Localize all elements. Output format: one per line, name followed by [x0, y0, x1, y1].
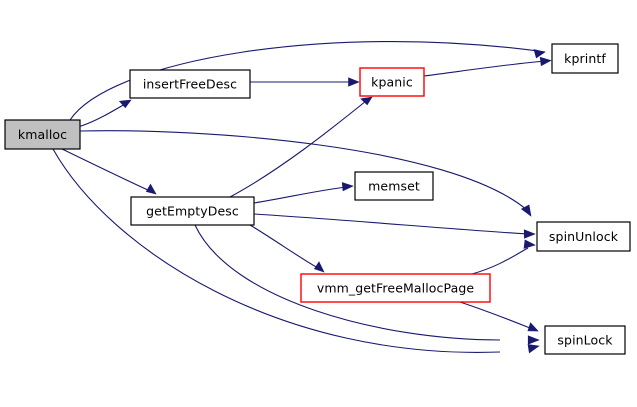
edge-line: [79, 130, 528, 211]
node-label-vmm_getFreeMallocPage: vmm_getFreeMallocPage: [317, 281, 475, 296]
edge-line: [253, 186, 348, 204]
node-kprintf[interactable]: kprintf: [551, 43, 619, 74]
node-label-kpanic: kpanic: [371, 75, 413, 90]
arrowhead-icon: [145, 183, 157, 195]
node-kpanic[interactable]: kpanic: [359, 67, 425, 97]
node-label-spinLock: spinLock: [557, 333, 613, 348]
node-insertFreeDesc[interactable]: insertFreeDesc: [129, 69, 251, 99]
arrowhead-icon: [533, 49, 546, 59]
edge-kmalloc-to-insertFreeDesc: [77, 99, 132, 128]
edge-line: [52, 148, 501, 353]
node-label-kprintf: kprintf: [564, 51, 606, 66]
arrowhead-icon: [360, 96, 373, 106]
edge-line: [77, 100, 131, 128]
edge-line: [59, 147, 151, 192]
edge-kmalloc-to-kprintf: [69, 41, 546, 121]
edge-vmm_getFreeMallocPage-to-spinUnlock: [471, 239, 536, 275]
node-box-memset[interactable]: [354, 171, 434, 201]
edge-line: [194, 224, 501, 341]
node-box-getEmptyDesc[interactable]: [130, 196, 255, 226]
node-box-insertFreeDesc[interactable]: [129, 69, 251, 99]
arrowhead-icon: [539, 56, 552, 67]
edge-line: [459, 301, 531, 329]
node-box-kmalloc[interactable]: [4, 119, 81, 150]
arrowhead-icon: [341, 182, 354, 192]
node-label-memset: memset: [368, 179, 420, 194]
node-getEmptyDesc[interactable]: getEmptyDesc: [130, 196, 255, 226]
edge-vmm_getFreeMallocPage-to-spinLock: [459, 301, 539, 332]
node-kmalloc[interactable]: kmalloc: [4, 119, 81, 150]
edge-line: [253, 213, 529, 235]
node-box-kpanic[interactable]: [359, 67, 425, 97]
arrowhead-icon: [527, 322, 539, 332]
edge-kpanic-to-kprintf: [423, 56, 552, 77]
node-box-spinUnlock[interactable]: [536, 221, 631, 252]
node-label-insertFreeDesc: insertFreeDesc: [143, 77, 237, 92]
node-label-spinUnlock: spinUnlock: [549, 229, 619, 244]
edge-insertFreeDesc-to-kpanic: [250, 77, 360, 87]
node-spinLock[interactable]: spinLock: [544, 325, 626, 355]
node-box-kprintf[interactable]: [551, 43, 619, 74]
edge-line: [249, 224, 319, 269]
node-spinUnlock[interactable]: spinUnlock: [536, 221, 631, 252]
edge-kmalloc-to-spinLock: [52, 148, 540, 354]
node-memset[interactable]: memset: [354, 171, 434, 201]
edge-getEmptyDesc-to-kpanic: [229, 96, 373, 198]
edge-line: [229, 100, 367, 198]
arrowhead-icon: [313, 261, 325, 273]
node-label-kmalloc: kmalloc: [18, 127, 67, 142]
edge-line: [471, 247, 529, 275]
arrowhead-icon: [527, 344, 540, 354]
edge-getEmptyDesc-to-spinUnlock: [253, 213, 536, 239]
edge-kmalloc-to-getEmptyDesc: [59, 147, 157, 195]
arrowhead-icon: [523, 239, 536, 249]
arrowhead-icon: [527, 335, 540, 345]
node-box-vmm_getFreeMallocPage[interactable]: [300, 273, 491, 303]
node-box-spinLock[interactable]: [544, 325, 626, 355]
edge-line: [423, 60, 546, 77]
node-label-getEmptyDesc: getEmptyDesc: [146, 204, 239, 219]
arrowhead-icon: [348, 77, 360, 87]
edges-layer: [52, 41, 552, 354]
arrowhead-icon: [520, 204, 532, 217]
nodes-layer: kmalloc insertFreeDesc kpanic kprintf getEmp…: [4, 43, 631, 355]
edge-getEmptyDesc-to-spinLock: [194, 224, 540, 345]
edge-line: [69, 41, 546, 121]
edge-getEmptyDesc-to-vmm_getFreeMallocPage: [249, 224, 325, 273]
edge-kmalloc-to-spinUnlock: [79, 130, 532, 217]
arrowhead-icon: [118, 99, 132, 109]
node-vmm_getFreeMallocPage[interactable]: vmm_getFreeMallocPage: [300, 273, 491, 303]
arrowhead-icon: [523, 229, 536, 239]
edge-getEmptyDesc-to-memset: [253, 182, 354, 204]
